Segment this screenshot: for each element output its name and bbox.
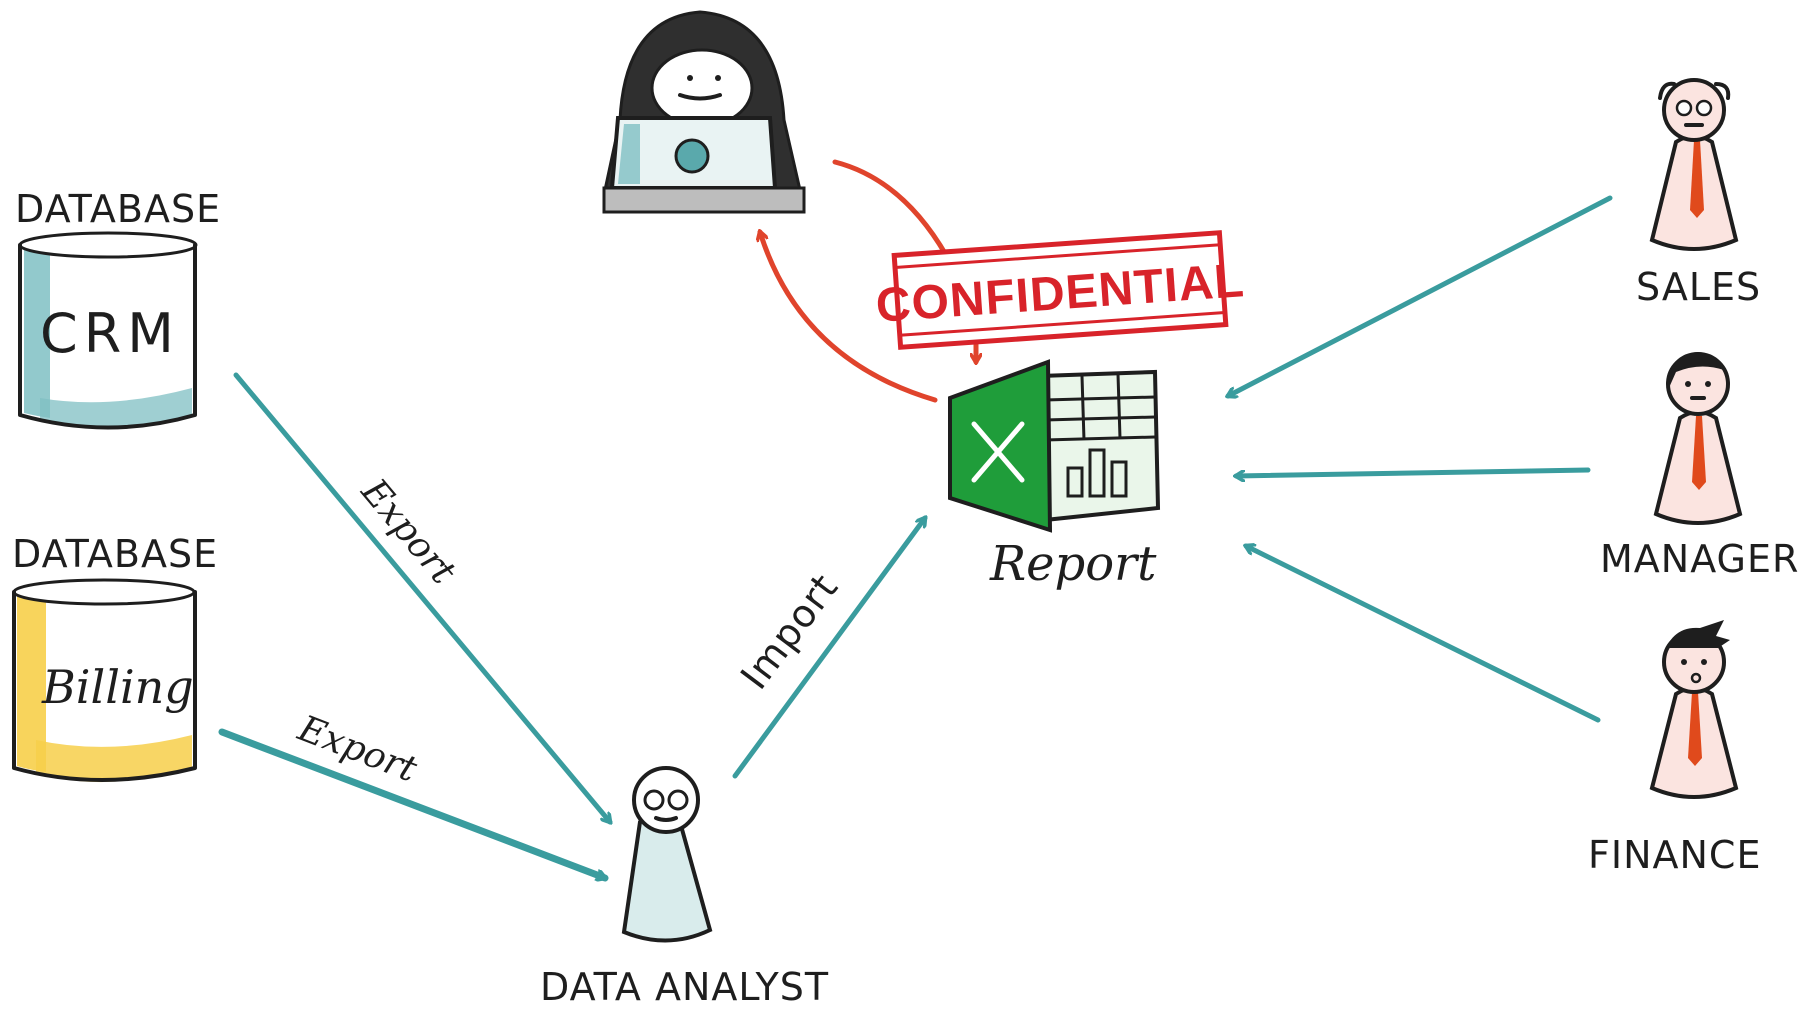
sales-tie-icon: [1690, 140, 1704, 218]
finance-person-figure: [1649, 620, 1739, 799]
finance-label: FINANCE: [1588, 833, 1761, 877]
manager-label: MANAGER: [1600, 537, 1799, 581]
sales-person-figure: [1649, 78, 1739, 251]
analyst-head: [632, 766, 700, 834]
import-arrow: [732, 518, 925, 779]
glasses-icon: [643, 789, 665, 811]
billing-cylinder-icon: Billing: [12, 578, 197, 783]
report-to-hacker-arrow: [760, 232, 938, 403]
sales-label: SALES: [1636, 265, 1761, 309]
sales-to-report-arrow: [1228, 195, 1613, 396]
crm-export-arrow: [233, 372, 610, 822]
billing-database-heading: DATABASE: [12, 532, 218, 576]
crm-database-name: CRM: [40, 302, 180, 365]
hacker-face: [650, 48, 754, 128]
billing-database-name: Billing: [41, 660, 194, 714]
hacker-curve: [832, 159, 953, 265]
import-label: Import: [732, 565, 847, 697]
finance-tie-icon: [1688, 692, 1702, 766]
manager-tie-icon: [1692, 416, 1706, 490]
hacker-figure: [602, 10, 806, 214]
crm-cylinder-icon: CRM: [18, 231, 198, 430]
data-analyst-figure: [621, 766, 713, 943]
crm-database: DATABASE CRM: [15, 187, 221, 430]
confidential-stamp: CONFIDENTIAL: [874, 230, 1246, 350]
billing-export-label: Export: [292, 708, 423, 791]
manager-person-figure: [1653, 352, 1743, 525]
crm-database-heading: DATABASE: [15, 187, 221, 231]
manager-to-report-arrow: [1236, 467, 1591, 476]
flow-arrows: [218, 195, 1613, 878]
report-spreadsheet-icon: [948, 359, 1161, 533]
billing-export-arrow: [218, 728, 605, 878]
finance-to-report-arrow: [1246, 546, 1601, 723]
billing-database: DATABASE Billing: [12, 532, 218, 783]
report-label: Report: [989, 536, 1157, 592]
data-analyst-label: DATA ANALYST: [540, 965, 829, 1009]
